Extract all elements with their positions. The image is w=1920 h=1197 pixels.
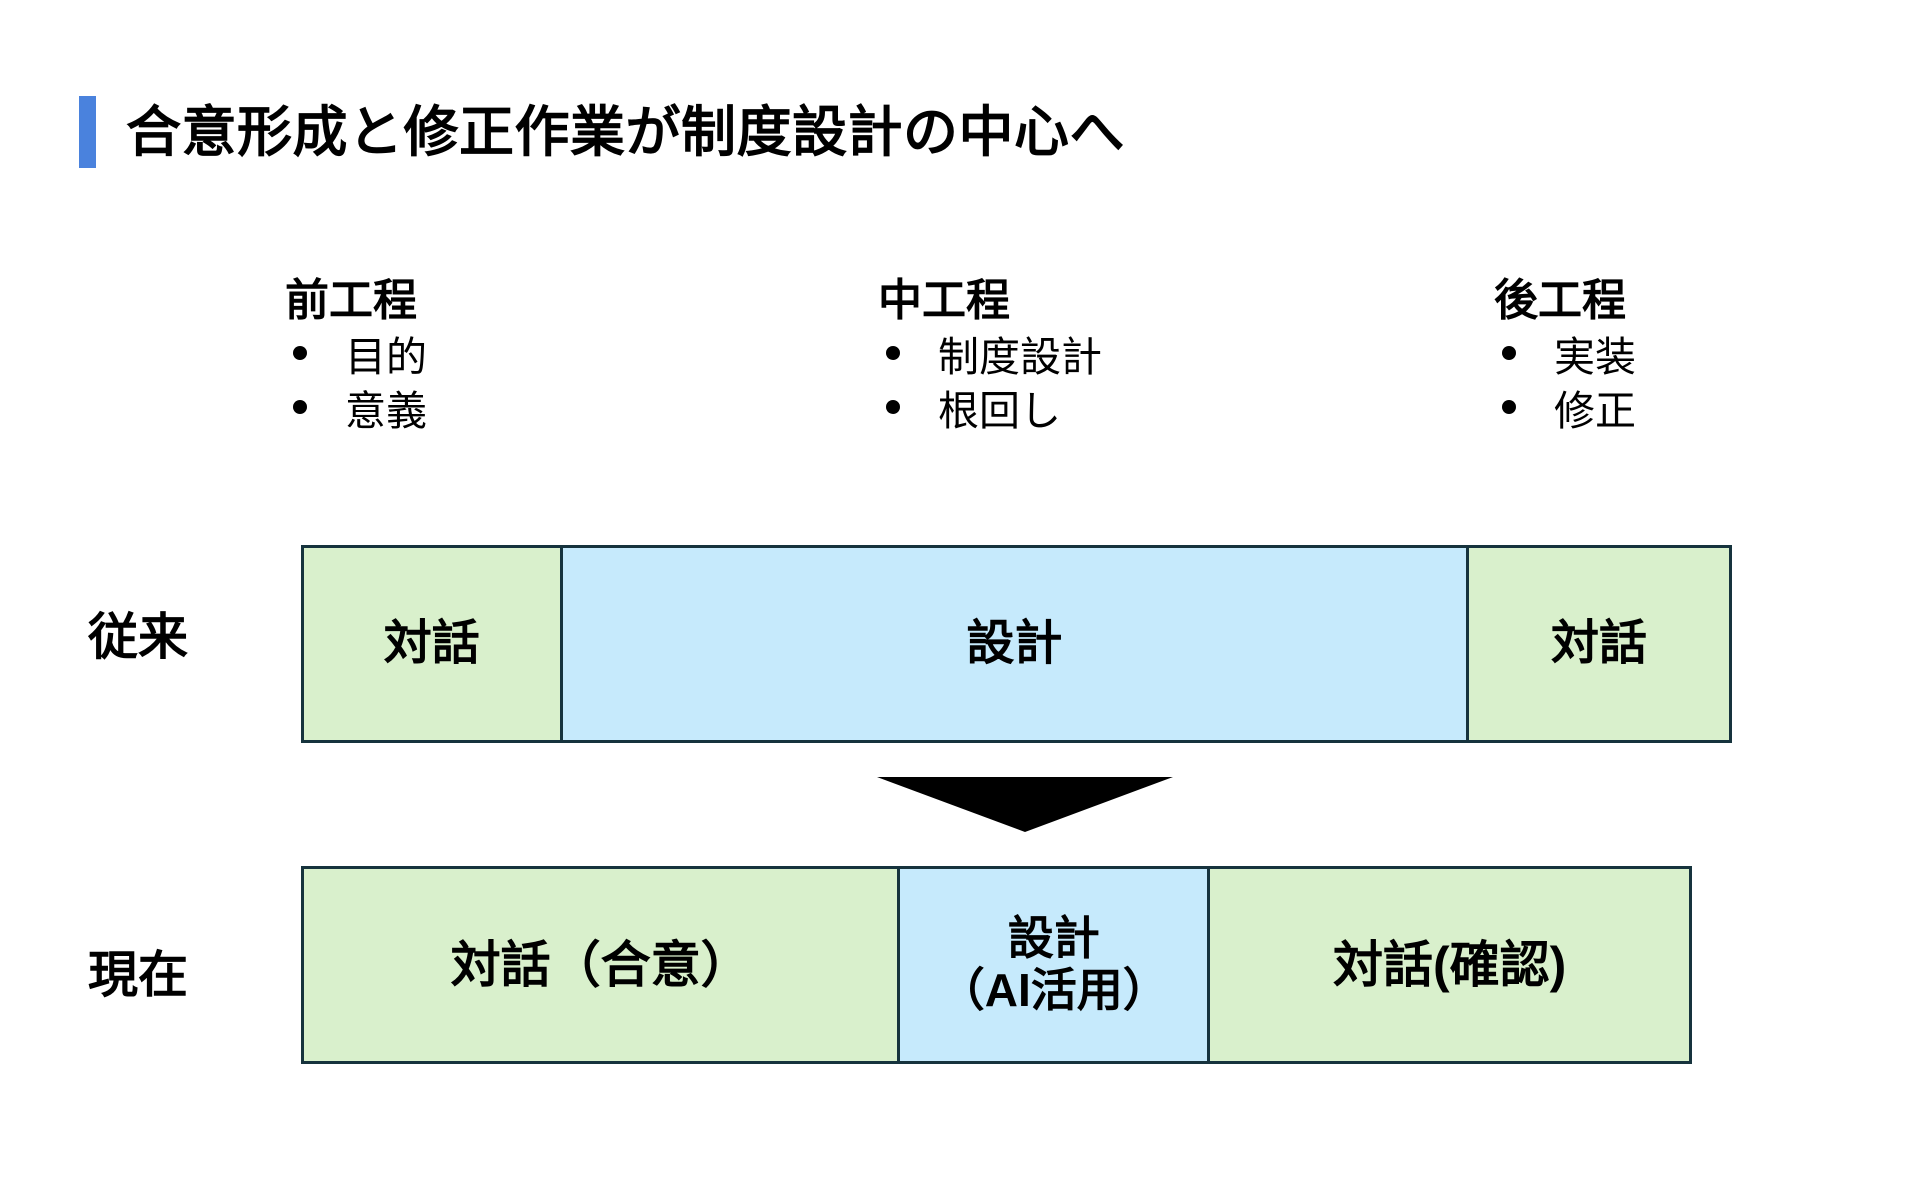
phase-list-item: 修正 (1494, 384, 1636, 438)
bullet-dot-icon (886, 346, 900, 361)
phase-list-item: 実装 (1494, 330, 1636, 384)
row-label-before: 従来 (88, 609, 188, 665)
phase-column-back: 後工程 実装 修正 (1494, 276, 1636, 438)
bar-segment: 対話 (301, 545, 563, 743)
phase-heading: 後工程 (1494, 276, 1626, 325)
phase-heading: 前工程 (285, 276, 417, 325)
row-label-current: 現在 (88, 947, 188, 1003)
timeline-bar-before: 対話 設計 対話 (301, 545, 1738, 743)
bar-segment-label: 対話 (383, 617, 480, 671)
phase-item-label: 実装 (1554, 334, 1636, 381)
phase-item-label: 根回し (938, 388, 1061, 435)
bullet-dot-icon (1502, 400, 1516, 415)
down-arrow-icon (877, 777, 1173, 832)
phase-list-item: 根回し (878, 384, 1102, 438)
bullet-dot-icon (293, 400, 307, 415)
phase-item-list: 制度設計 根回し (878, 330, 1102, 438)
phase-heading: 中工程 (878, 276, 1010, 325)
bar-segment: 対話（合意） (301, 866, 901, 1064)
phase-item-label: 意義 (345, 388, 427, 435)
bullet-dot-icon (293, 346, 307, 361)
phase-list-item: 意義 (285, 384, 427, 438)
bar-segment: 設計 (559, 545, 1470, 743)
title-row: 合意形成と修正作業が制度設計の中心へ (79, 96, 1125, 168)
bullet-dot-icon (1502, 346, 1516, 361)
bullet-dot-icon (886, 400, 900, 415)
bar-segment: 設計 （AI活用） (897, 866, 1211, 1064)
bar-segment-label: 設計 (966, 617, 1063, 671)
phase-column-front: 前工程 目的 意義 (285, 276, 427, 438)
bar-segment-label: 設計 （AI活用） (938, 912, 1169, 1016)
bar-segment-label: 対話(確認) (1332, 937, 1567, 993)
page-title: 合意形成と修正作業が制度設計の中心へ (126, 100, 1126, 163)
phase-item-list: 目的 意義 (285, 330, 427, 438)
title-accent-bar (79, 96, 96, 168)
phase-column-middle: 中工程 制度設計 根回し (878, 276, 1102, 438)
bar-segment-label: 対話 (1551, 617, 1648, 671)
bar-segment: 対話(確認) (1207, 866, 1692, 1064)
bar-segment: 対話 (1466, 545, 1732, 743)
phase-item-label: 目的 (345, 334, 427, 381)
phase-list-item: 制度設計 (878, 330, 1102, 384)
phase-item-list: 実装 修正 (1494, 330, 1636, 438)
bar-segment-label: 対話（合意） (450, 937, 751, 993)
phase-list-item: 目的 (285, 330, 427, 384)
timeline-bar-current: 対話（合意） 設計 （AI活用） 対話(確認) (301, 866, 1698, 1064)
phase-item-label: 修正 (1554, 388, 1636, 435)
phase-item-label: 制度設計 (938, 334, 1102, 381)
